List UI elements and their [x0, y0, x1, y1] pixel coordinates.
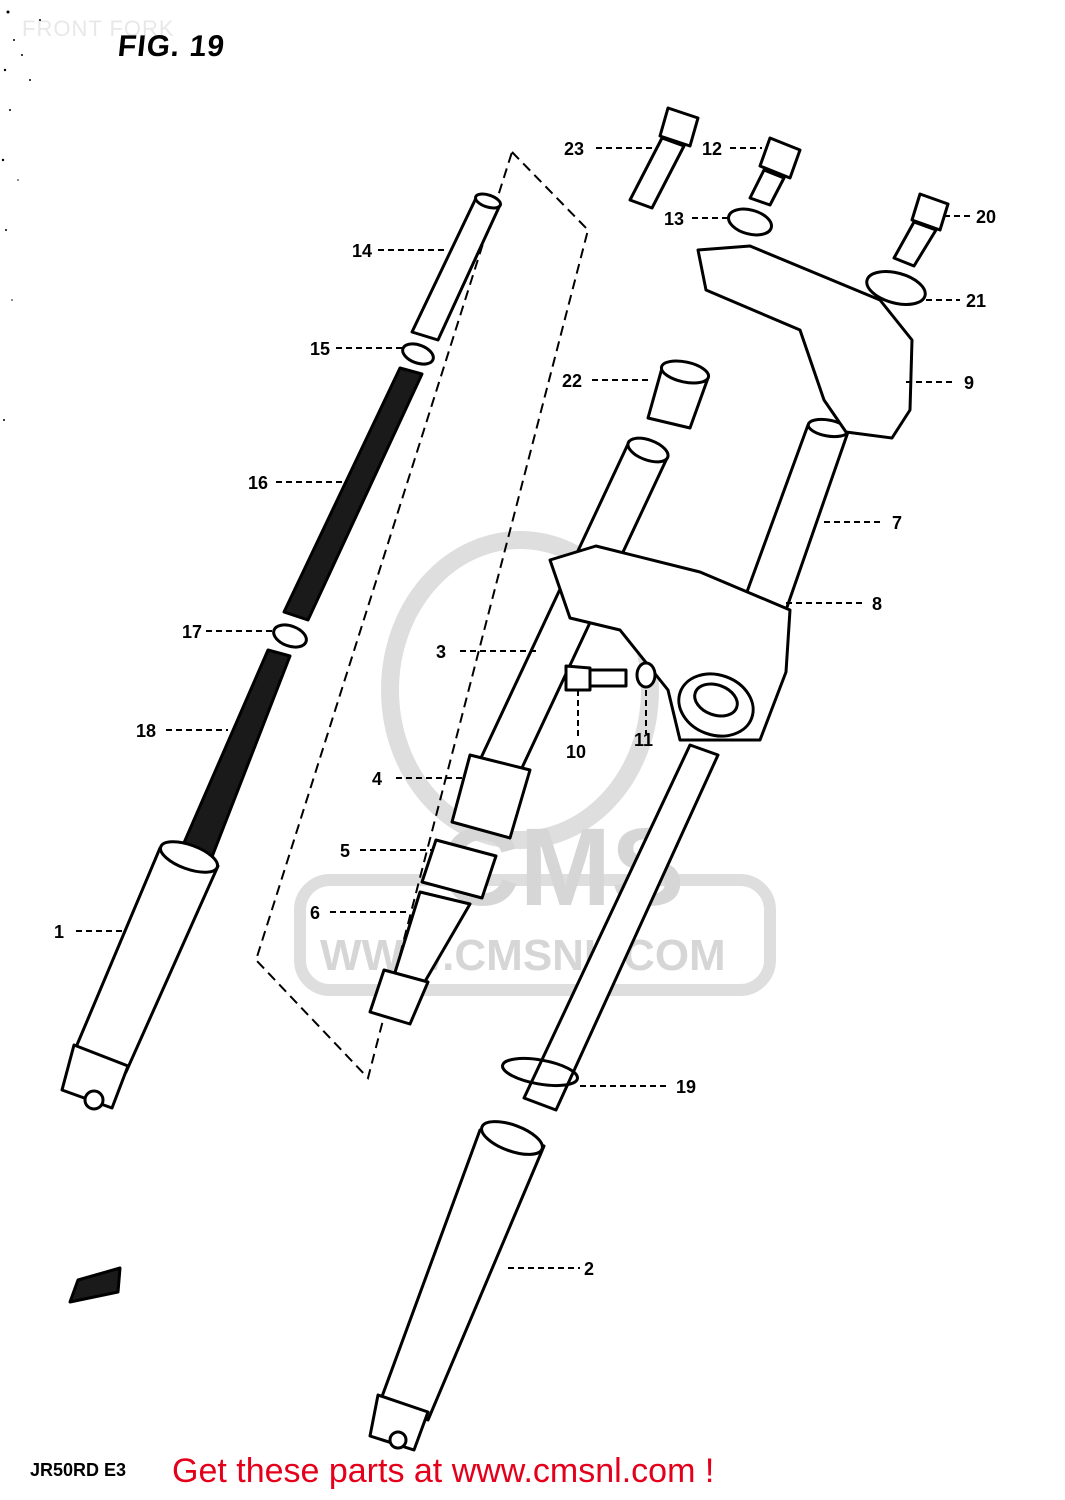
callout-19: 19 — [676, 1077, 696, 1097]
callout-1: 1 — [54, 922, 64, 942]
model-code: JR50RD E3 — [30, 1460, 127, 1480]
part-22-cap — [646, 359, 711, 430]
callout-7: 7 — [892, 513, 902, 533]
part-2-fork-leg — [368, 743, 720, 1452]
part-10-bolt — [564, 664, 628, 692]
callout-12: 12 — [702, 139, 722, 159]
leader-lines — [76, 147, 972, 1269]
callout-23: 23 — [564, 139, 584, 159]
callout-16: 16 — [248, 473, 268, 493]
callout-11: 11 — [634, 730, 653, 750]
front-arrow-marker — [68, 1266, 122, 1304]
part-15-washer — [401, 342, 435, 366]
callout-21: 21 — [966, 291, 986, 311]
part-17-washer — [272, 623, 308, 649]
callout-9: 9 — [964, 373, 974, 393]
callout-17: 17 — [182, 622, 202, 642]
callout-4: 4 — [372, 769, 382, 789]
scan-noise — [1, 10, 41, 421]
part-4-bushing — [450, 753, 532, 840]
part-12-bolt — [748, 136, 802, 207]
callout-2: 2 — [584, 1259, 594, 1279]
watermark-url: WWW.CMSNL.COM — [320, 931, 726, 980]
callout-8: 8 — [872, 594, 882, 614]
part-9-upper-bracket — [696, 244, 914, 440]
callout-6: 6 — [310, 903, 320, 923]
part-21-washer — [865, 270, 927, 306]
part-5-bushing — [420, 838, 498, 900]
part-11-washer — [635, 661, 657, 689]
part-1-outer-tube — [60, 840, 220, 1111]
part-6-damper-rod — [368, 890, 472, 1026]
callout-18: 18 — [136, 721, 156, 741]
callout-14: 14 — [352, 241, 372, 261]
page-title: FRONT FORK — [22, 16, 175, 41]
callout-15: 15 — [310, 339, 330, 359]
dashed-group-frame — [254, 150, 590, 1080]
part-16-spring — [282, 366, 424, 622]
callout-10: 10 — [566, 742, 586, 762]
part-19-circlip — [501, 1056, 579, 1088]
callout-labels: 1 2 3 4 5 6 7 8 9 10 11 12 13 14 15 16 1… — [54, 139, 996, 1279]
callout-20: 20 — [976, 207, 996, 227]
part-13-washer — [727, 207, 773, 237]
callout-3: 3 — [436, 642, 446, 662]
part-18-spring — [178, 648, 292, 864]
part-14-spacer-tube — [410, 192, 503, 342]
callout-13: 13 — [664, 209, 684, 229]
part-7-steering-stem — [742, 417, 850, 612]
callout-22: 22 — [562, 371, 582, 391]
part-23-bolt — [628, 106, 700, 210]
promo-link[interactable]: Get these parts at www.cmsnl.com ! — [172, 1452, 715, 1490]
callout-5: 5 — [340, 841, 350, 861]
part-20-bolt — [892, 192, 950, 268]
